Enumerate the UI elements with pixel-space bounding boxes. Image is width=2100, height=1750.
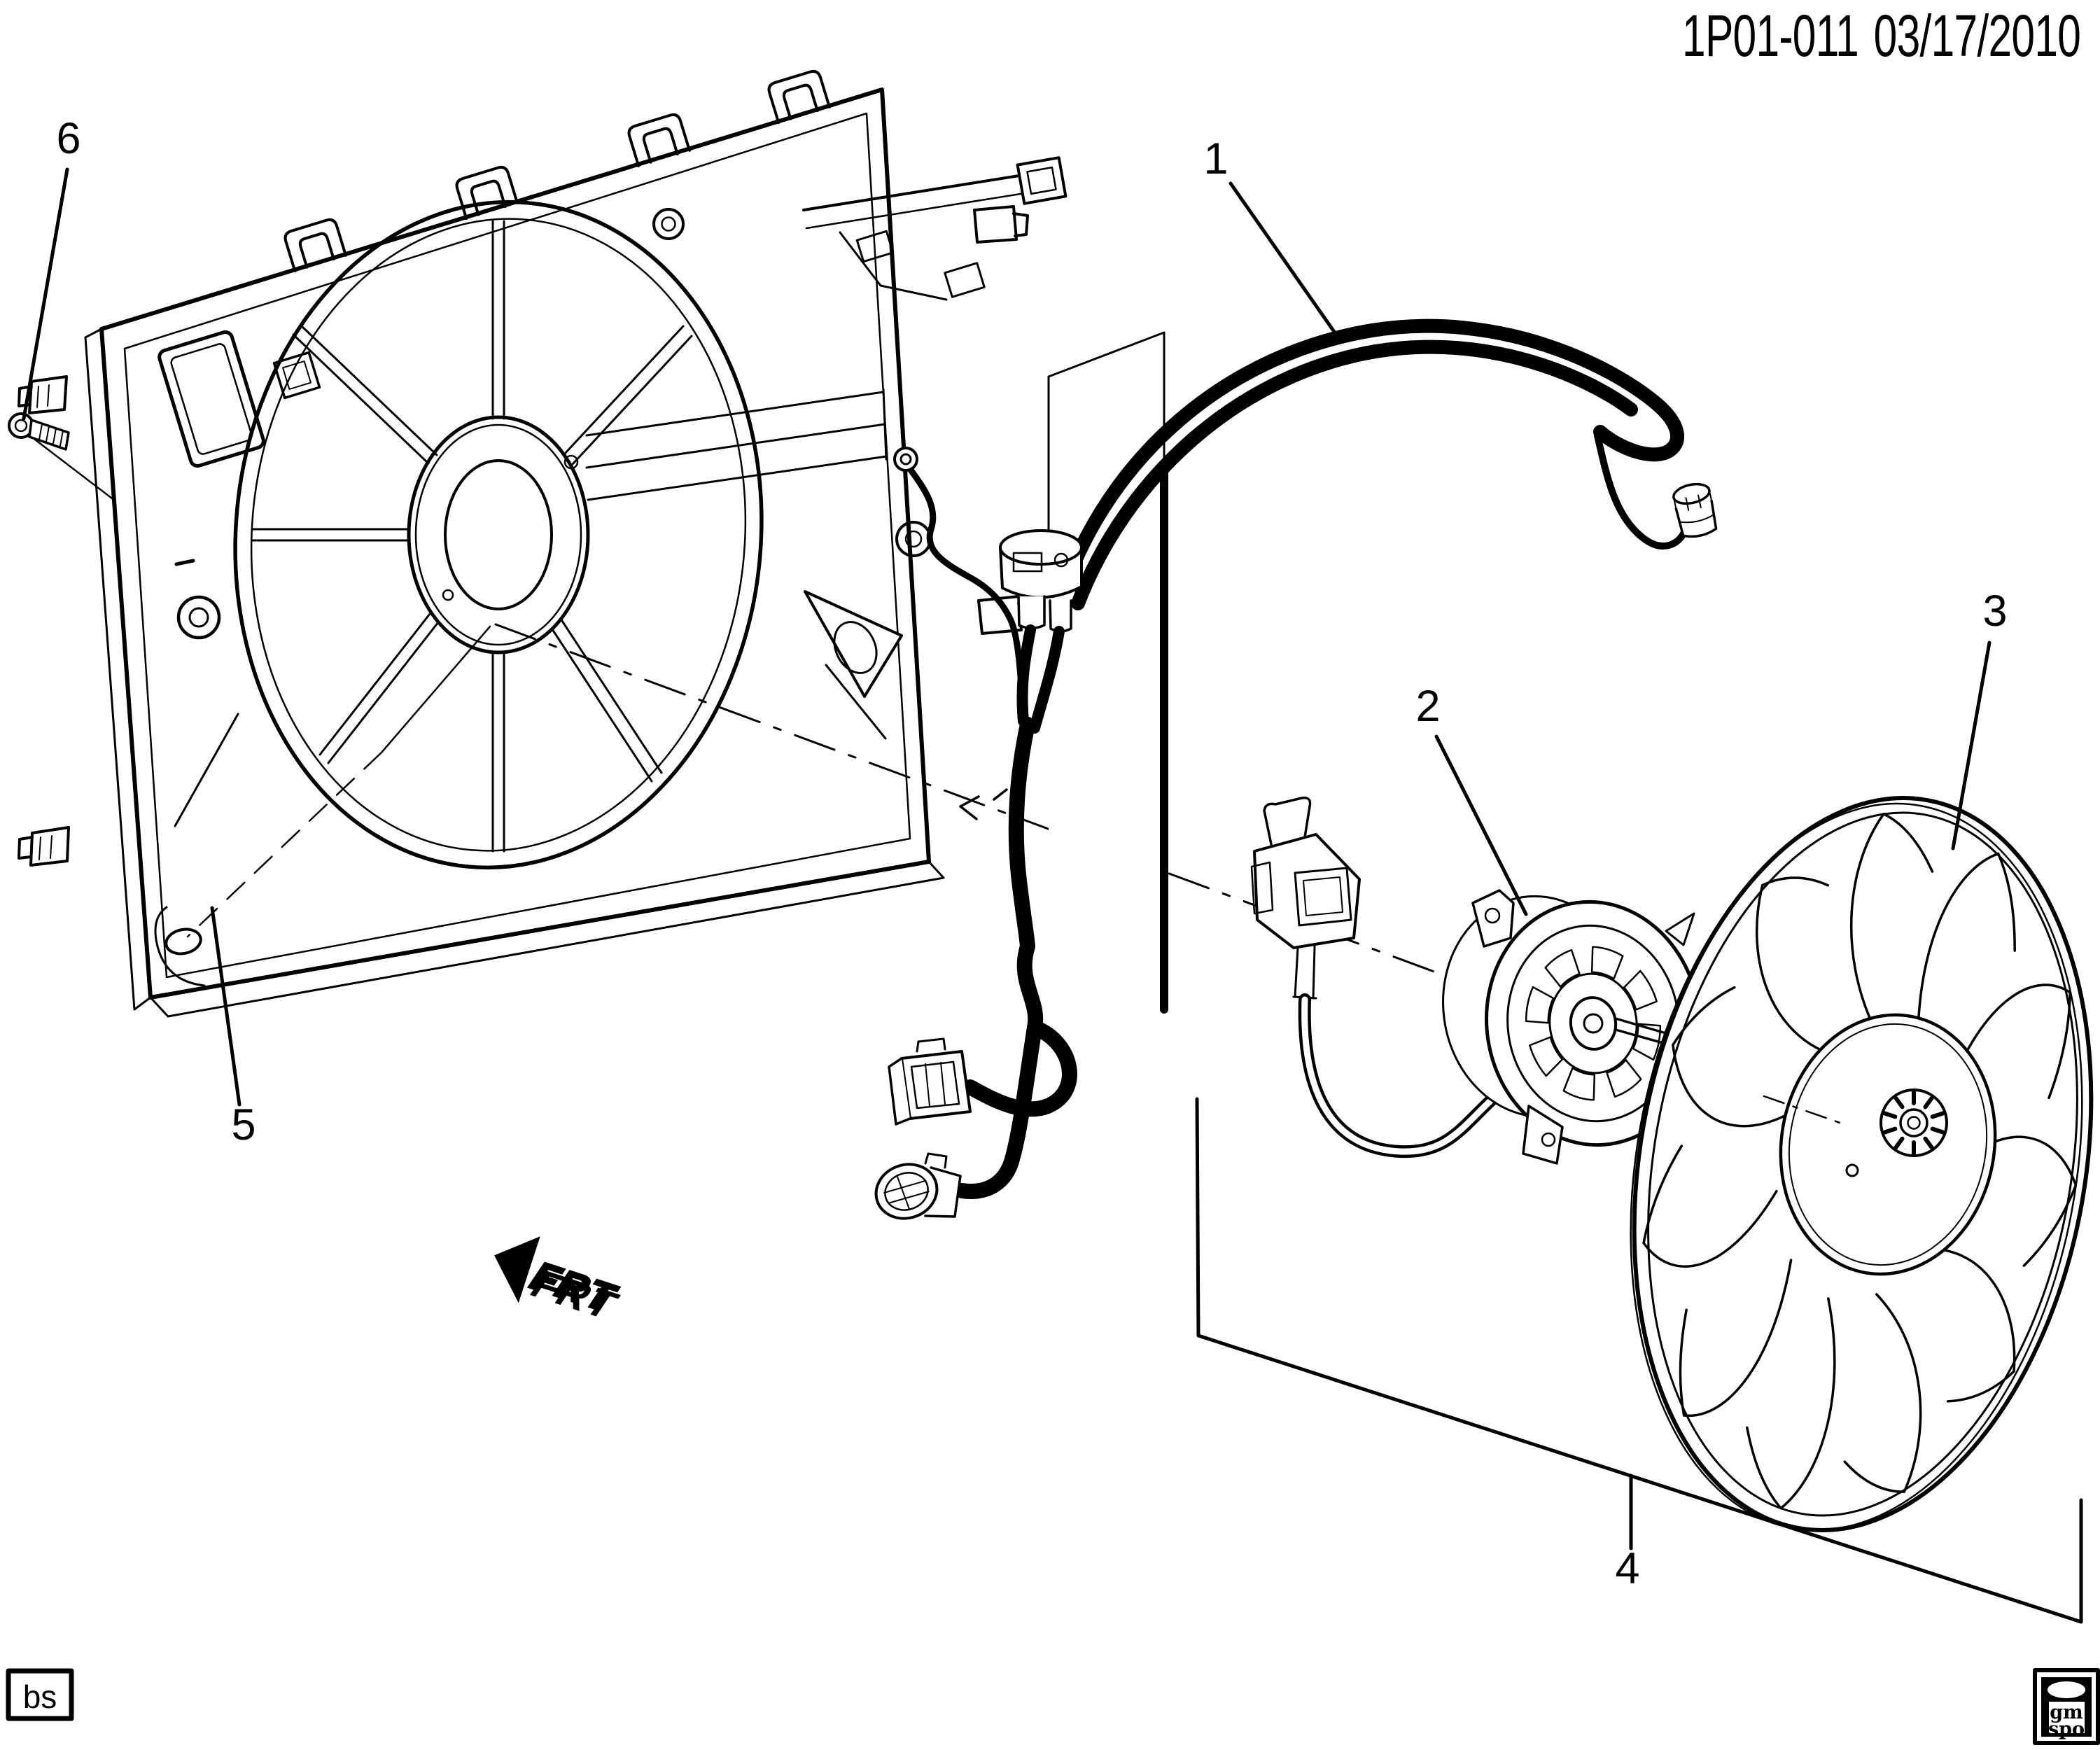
harness-connector-a bbox=[888, 1037, 972, 1126]
callout-3-label: 3 bbox=[1982, 587, 2007, 636]
frt-arrowhead-icon bbox=[494, 1236, 540, 1303]
motor-mount-ring bbox=[407, 415, 590, 654]
ring-terminal bbox=[893, 447, 918, 472]
callout-6-label: 6 bbox=[56, 114, 80, 163]
callouts: 1 2 3 4 5 6 bbox=[22, 114, 2008, 1593]
harness-pigtail bbox=[1594, 432, 1718, 550]
shroud-mount-hole bbox=[164, 927, 202, 955]
fan-shroud-detail bbox=[18, 68, 1068, 1018]
fan-hub-center bbox=[1879, 1088, 1948, 1157]
shroud-spokes bbox=[251, 220, 693, 853]
gm-logo-text-bottom: spo bbox=[2048, 1718, 2085, 1740]
shroud-left-tabs bbox=[18, 375, 70, 867]
motor-mount-tab bbox=[1471, 889, 1515, 948]
ground-wire bbox=[893, 447, 1024, 681]
shroud-knob bbox=[176, 595, 221, 640]
gm-spo-logo: gm spo bbox=[2033, 1668, 2100, 1745]
cooling-fan-motor bbox=[1250, 797, 1709, 1165]
callout-1: 1 bbox=[1203, 134, 1336, 334]
callout-2-label: 2 bbox=[1415, 682, 1440, 731]
callout-5-label: 5 bbox=[231, 1100, 255, 1149]
fan-blade-assembly bbox=[1630, 796, 2094, 1532]
mounting-screw bbox=[8, 412, 113, 500]
frt-direction-arrow: FRT FRT bbox=[494, 1236, 628, 1327]
callout-2: 2 bbox=[1415, 682, 1528, 916]
drawing-date: 03/17/2010 bbox=[1874, 3, 2080, 69]
barrel-connector bbox=[1672, 482, 1718, 538]
initials-text: bs bbox=[23, 1679, 57, 1715]
assembly-group-bracket bbox=[1195, 1097, 2083, 1624]
reference-plane bbox=[1047, 331, 1166, 1001]
callout-4: 4 bbox=[1615, 1544, 1639, 1593]
drawing-number: 1P01-011 bbox=[1682, 3, 1858, 69]
harness-drop-cable bbox=[954, 624, 1077, 1199]
harness-main-cable bbox=[1063, 318, 1685, 610]
shroud-upper-rail bbox=[802, 156, 1068, 301]
shroud-small-cutout bbox=[272, 351, 321, 400]
callout-5: 5 bbox=[210, 906, 256, 1149]
hub-alignment-dashes bbox=[186, 751, 383, 938]
gm-logo-text-top: gm bbox=[2050, 1702, 2082, 1723]
callout-1-label: 1 bbox=[1203, 134, 1228, 183]
shroud-support-bars bbox=[585, 388, 888, 501]
callout-4-label: 4 bbox=[1615, 1544, 1639, 1593]
initials-box: bs bbox=[6, 1668, 74, 1721]
harness-connector-b bbox=[874, 1152, 962, 1220]
motor-connector-bracket bbox=[1250, 797, 1361, 1000]
fan-shroud bbox=[99, 88, 931, 1000]
wiring-harness bbox=[874, 318, 1718, 1220]
gm-logo-ellipse-icon bbox=[2047, 1681, 2085, 1698]
callout-6: 6 bbox=[22, 114, 81, 421]
shroud-cutout bbox=[158, 330, 265, 468]
callout-3: 3 bbox=[1951, 587, 2008, 850]
